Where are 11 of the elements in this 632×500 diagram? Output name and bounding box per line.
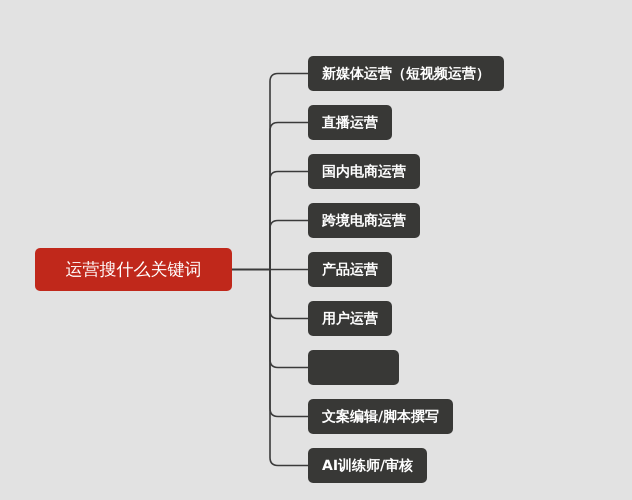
branch-box: 产品运营 bbox=[308, 252, 392, 287]
branch-box: 新媒体运营（短视频运营） bbox=[308, 56, 504, 91]
branch-box: 用户运营 bbox=[308, 301, 392, 336]
topic-box: 运营搜什么关键词 bbox=[35, 248, 232, 291]
branch-box: 直播运营 bbox=[308, 105, 392, 140]
connector-line bbox=[232, 268, 308, 466]
branch-box: 国内电商运营 bbox=[308, 154, 420, 189]
branch-box: 文案编辑/脚本撰写 bbox=[308, 399, 454, 434]
blurred-box bbox=[308, 350, 399, 385]
branch-box: 跨境电商运营 bbox=[308, 203, 420, 238]
branch-box: AI训练师/审核 bbox=[308, 448, 428, 483]
